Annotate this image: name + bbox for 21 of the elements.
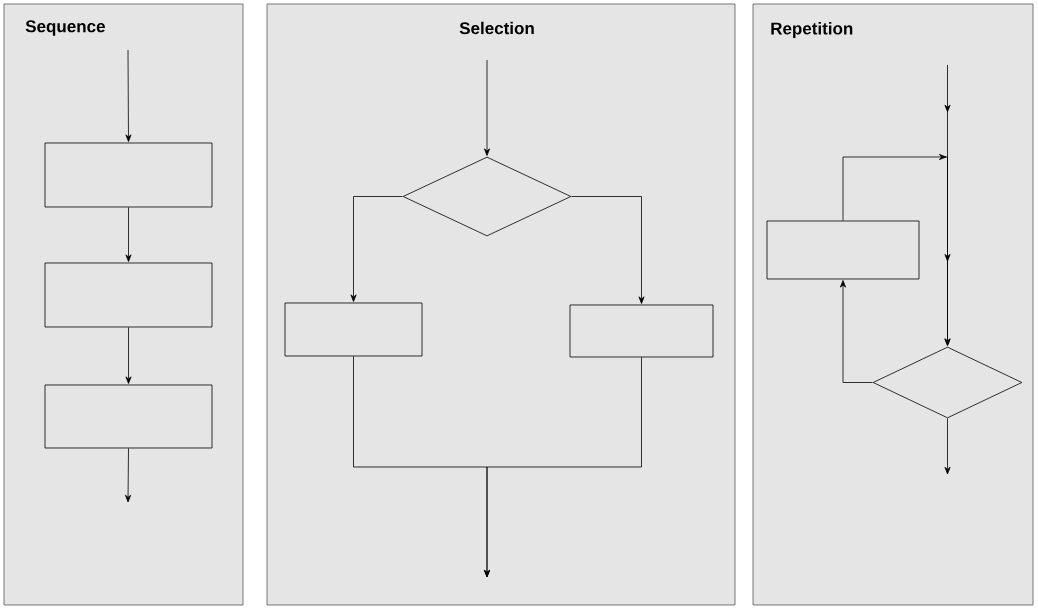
process-box — [284, 302, 423, 357]
arrow — [125, 49, 132, 142]
arrow — [842, 154, 951, 346]
arrow — [944, 418, 951, 475]
process-box — [569, 304, 714, 358]
arrow — [484, 59, 490, 156]
process-box — [44, 142, 213, 208]
arrow — [484, 357, 642, 578]
decision-diamond — [872, 346, 1023, 419]
arrow — [840, 280, 873, 383]
process-box — [44, 384, 213, 449]
arrow — [571, 196, 645, 304]
arrow — [125, 207, 132, 262]
panel: Selection — [266, 3, 736, 606]
arrow — [125, 448, 132, 503]
process-box — [766, 220, 920, 280]
decision-diamond — [402, 156, 572, 237]
process-box — [44, 262, 213, 328]
arrow — [350, 196, 403, 302]
panel: Repetition — [752, 3, 1034, 606]
arrow — [125, 327, 132, 384]
